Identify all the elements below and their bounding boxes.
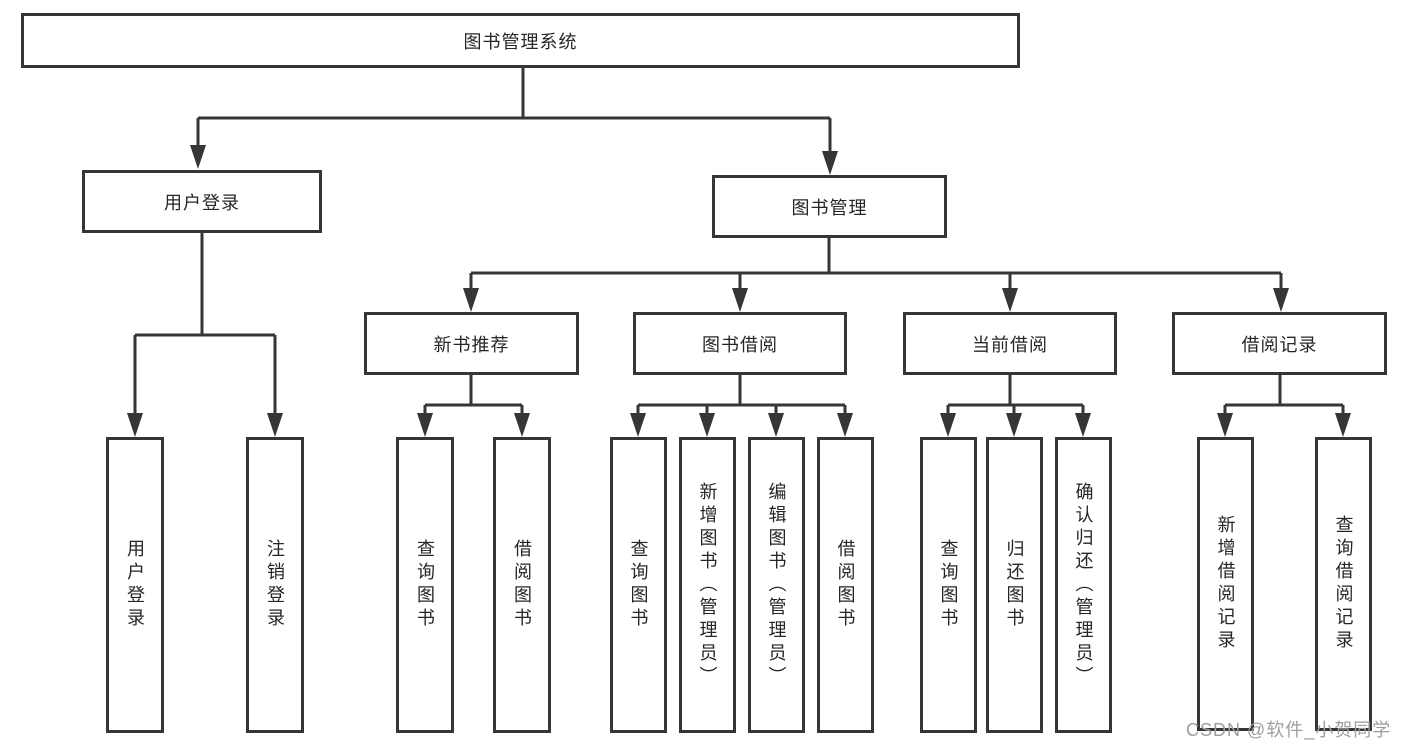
leaf-confirm-return-admin-label: 确认归还（管理员） (1073, 481, 1094, 689)
leaf-query-borrow-record-label: 查询借阅记录 (1333, 515, 1354, 653)
node-root-label: 图书管理系统 (463, 31, 578, 52)
node-book-management-label: 图书管理 (791, 197, 868, 218)
leaf-query-books-recommend-label: 查询图书 (415, 539, 435, 631)
node-current-borrow-label: 当前借阅 (972, 334, 1048, 355)
leaf-query-books-current: 查询图书 (920, 437, 977, 733)
csdn-watermark: CSDN @软件_小贺同学 (1186, 720, 1392, 740)
leaf-user-login: 用户登录 (106, 437, 164, 733)
leaf-query-books-borrow-label: 查询图书 (628, 539, 649, 631)
leaf-add-book-admin-label: 新增图书（管理员） (697, 481, 718, 689)
node-book-borrow: 图书借阅 (633, 312, 847, 375)
leaf-return-books: 归还图书 (986, 437, 1043, 733)
leaf-query-borrow-record: 查询借阅记录 (1315, 437, 1372, 731)
leaf-edit-book-admin: 编辑图书（管理员） (748, 437, 805, 733)
leaf-query-books-recommend: 查询图书 (396, 437, 454, 733)
node-borrow-records-label: 借阅记录 (1241, 334, 1318, 355)
node-book-management: 图书管理 (712, 175, 947, 238)
node-user-login: 用户登录 (82, 170, 322, 233)
leaf-query-books-borrow: 查询图书 (610, 437, 667, 733)
node-current-borrow: 当前借阅 (903, 312, 1117, 375)
leaf-add-borrow-record: 新增借阅记录 (1197, 437, 1254, 731)
leaf-confirm-return-admin: 确认归还（管理员） (1055, 437, 1112, 733)
leaf-borrow-books-recommend-label: 借阅图书 (512, 539, 532, 631)
leaf-query-books-current-label: 查询图书 (938, 539, 959, 631)
leaf-add-borrow-record-label: 新增借阅记录 (1215, 515, 1236, 653)
leaf-logout-label: 注销登录 (265, 539, 285, 631)
node-book-borrow-label: 图书借阅 (702, 334, 778, 355)
node-root: 图书管理系统 (21, 13, 1020, 68)
leaf-borrow-books: 借阅图书 (817, 437, 874, 733)
leaf-user-login-label: 用户登录 (125, 539, 145, 631)
node-new-book-recommend-label: 新书推荐 (433, 334, 510, 355)
leaf-logout: 注销登录 (246, 437, 304, 733)
node-user-login-label: 用户登录 (164, 192, 240, 213)
leaf-return-books-label: 归还图书 (1004, 539, 1025, 631)
leaf-borrow-books-label: 借阅图书 (835, 539, 856, 631)
leaf-add-book-admin: 新增图书（管理员） (679, 437, 736, 733)
leaf-edit-book-admin-label: 编辑图书（管理员） (766, 481, 787, 689)
node-borrow-records: 借阅记录 (1172, 312, 1387, 375)
leaf-borrow-books-recommend: 借阅图书 (493, 437, 551, 733)
node-new-book-recommend: 新书推荐 (364, 312, 579, 375)
